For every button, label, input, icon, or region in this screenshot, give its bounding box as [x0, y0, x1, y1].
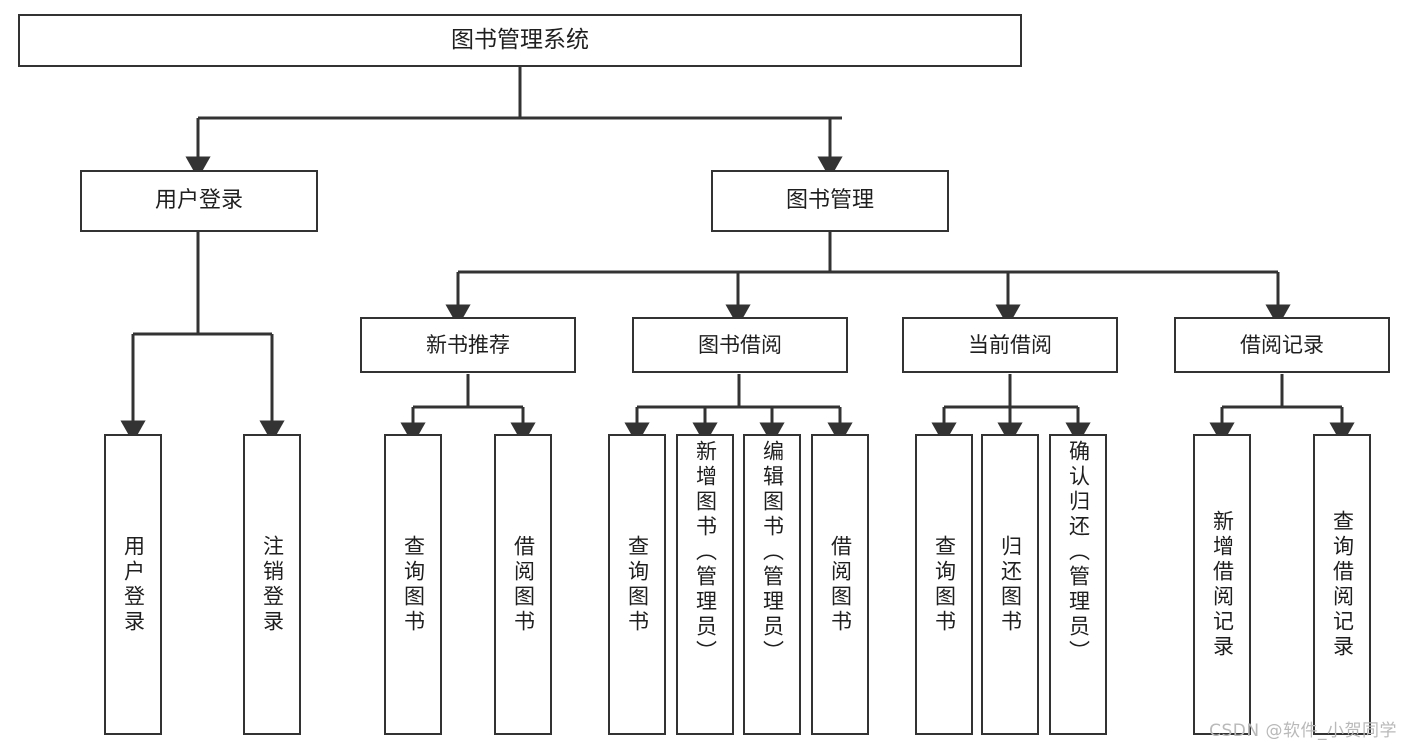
node-leaf-confirm-return[interactable]: 确认归还（管理员）	[1049, 434, 1107, 735]
node-leaf-borrow-book-1-label: 借阅图书	[511, 534, 536, 635]
node-leaf-user-login-label: 用户登录	[121, 534, 146, 635]
node-leaf-add-record[interactable]: 新增借阅记录	[1193, 434, 1251, 735]
watermark: CSDN @软件_小贺同学	[1209, 721, 1397, 741]
node-book-borrow-label: 图书借阅	[698, 332, 782, 357]
node-root-label: 图书管理系统	[451, 27, 589, 54]
node-leaf-query-book-3[interactable]: 查询图书	[915, 434, 973, 735]
node-borrow-record[interactable]: 借阅记录	[1174, 317, 1390, 373]
node-leaf-return-book[interactable]: 归还图书	[981, 434, 1039, 735]
node-leaf-edit-book-label: 编辑图书（管理员）	[760, 440, 785, 665]
node-leaf-add-record-label: 新增借阅记录	[1210, 509, 1235, 660]
node-leaf-query-record-label: 查询借阅记录	[1330, 509, 1355, 660]
node-leaf-query-book-1-label: 查询图书	[401, 534, 426, 635]
node-leaf-user-login[interactable]: 用户登录	[104, 434, 162, 735]
node-leaf-query-book-1[interactable]: 查询图书	[384, 434, 442, 735]
node-book-management-label: 图书管理	[785, 188, 874, 214]
node-new-book-recommend-label: 新书推荐	[426, 332, 510, 357]
node-leaf-confirm-return-label: 确认归还（管理员）	[1066, 440, 1091, 665]
node-new-book-recommend[interactable]: 新书推荐	[360, 317, 576, 373]
node-leaf-query-record[interactable]: 查询借阅记录	[1313, 434, 1371, 735]
node-user-login-label: 用户登录	[154, 188, 243, 214]
node-leaf-query-book-2[interactable]: 查询图书	[608, 434, 666, 735]
node-leaf-query-book-3-label: 查询图书	[932, 534, 957, 635]
node-leaf-borrow-book-2[interactable]: 借阅图书	[811, 434, 869, 735]
node-book-borrow[interactable]: 图书借阅	[632, 317, 848, 373]
node-leaf-user-logout-label: 注销登录	[260, 534, 285, 635]
node-borrow-record-label: 借阅记录	[1240, 332, 1324, 357]
node-leaf-add-book[interactable]: 新增图书（管理员）	[676, 434, 734, 735]
node-leaf-return-book-label: 归还图书	[998, 534, 1023, 635]
node-leaf-edit-book[interactable]: 编辑图书（管理员）	[743, 434, 801, 735]
node-root[interactable]: 图书管理系统	[18, 14, 1022, 67]
node-leaf-borrow-book-1[interactable]: 借阅图书	[494, 434, 552, 735]
node-leaf-user-logout[interactable]: 注销登录	[243, 434, 301, 735]
node-current-borrow[interactable]: 当前借阅	[902, 317, 1118, 373]
node-book-management[interactable]: 图书管理	[711, 170, 949, 232]
node-leaf-add-book-label: 新增图书（管理员）	[693, 440, 718, 665]
node-leaf-query-book-2-label: 查询图书	[625, 534, 650, 635]
node-current-borrow-label: 当前借阅	[968, 332, 1052, 357]
node-user-login[interactable]: 用户登录	[80, 170, 318, 232]
node-leaf-borrow-book-2-label: 借阅图书	[828, 534, 853, 635]
